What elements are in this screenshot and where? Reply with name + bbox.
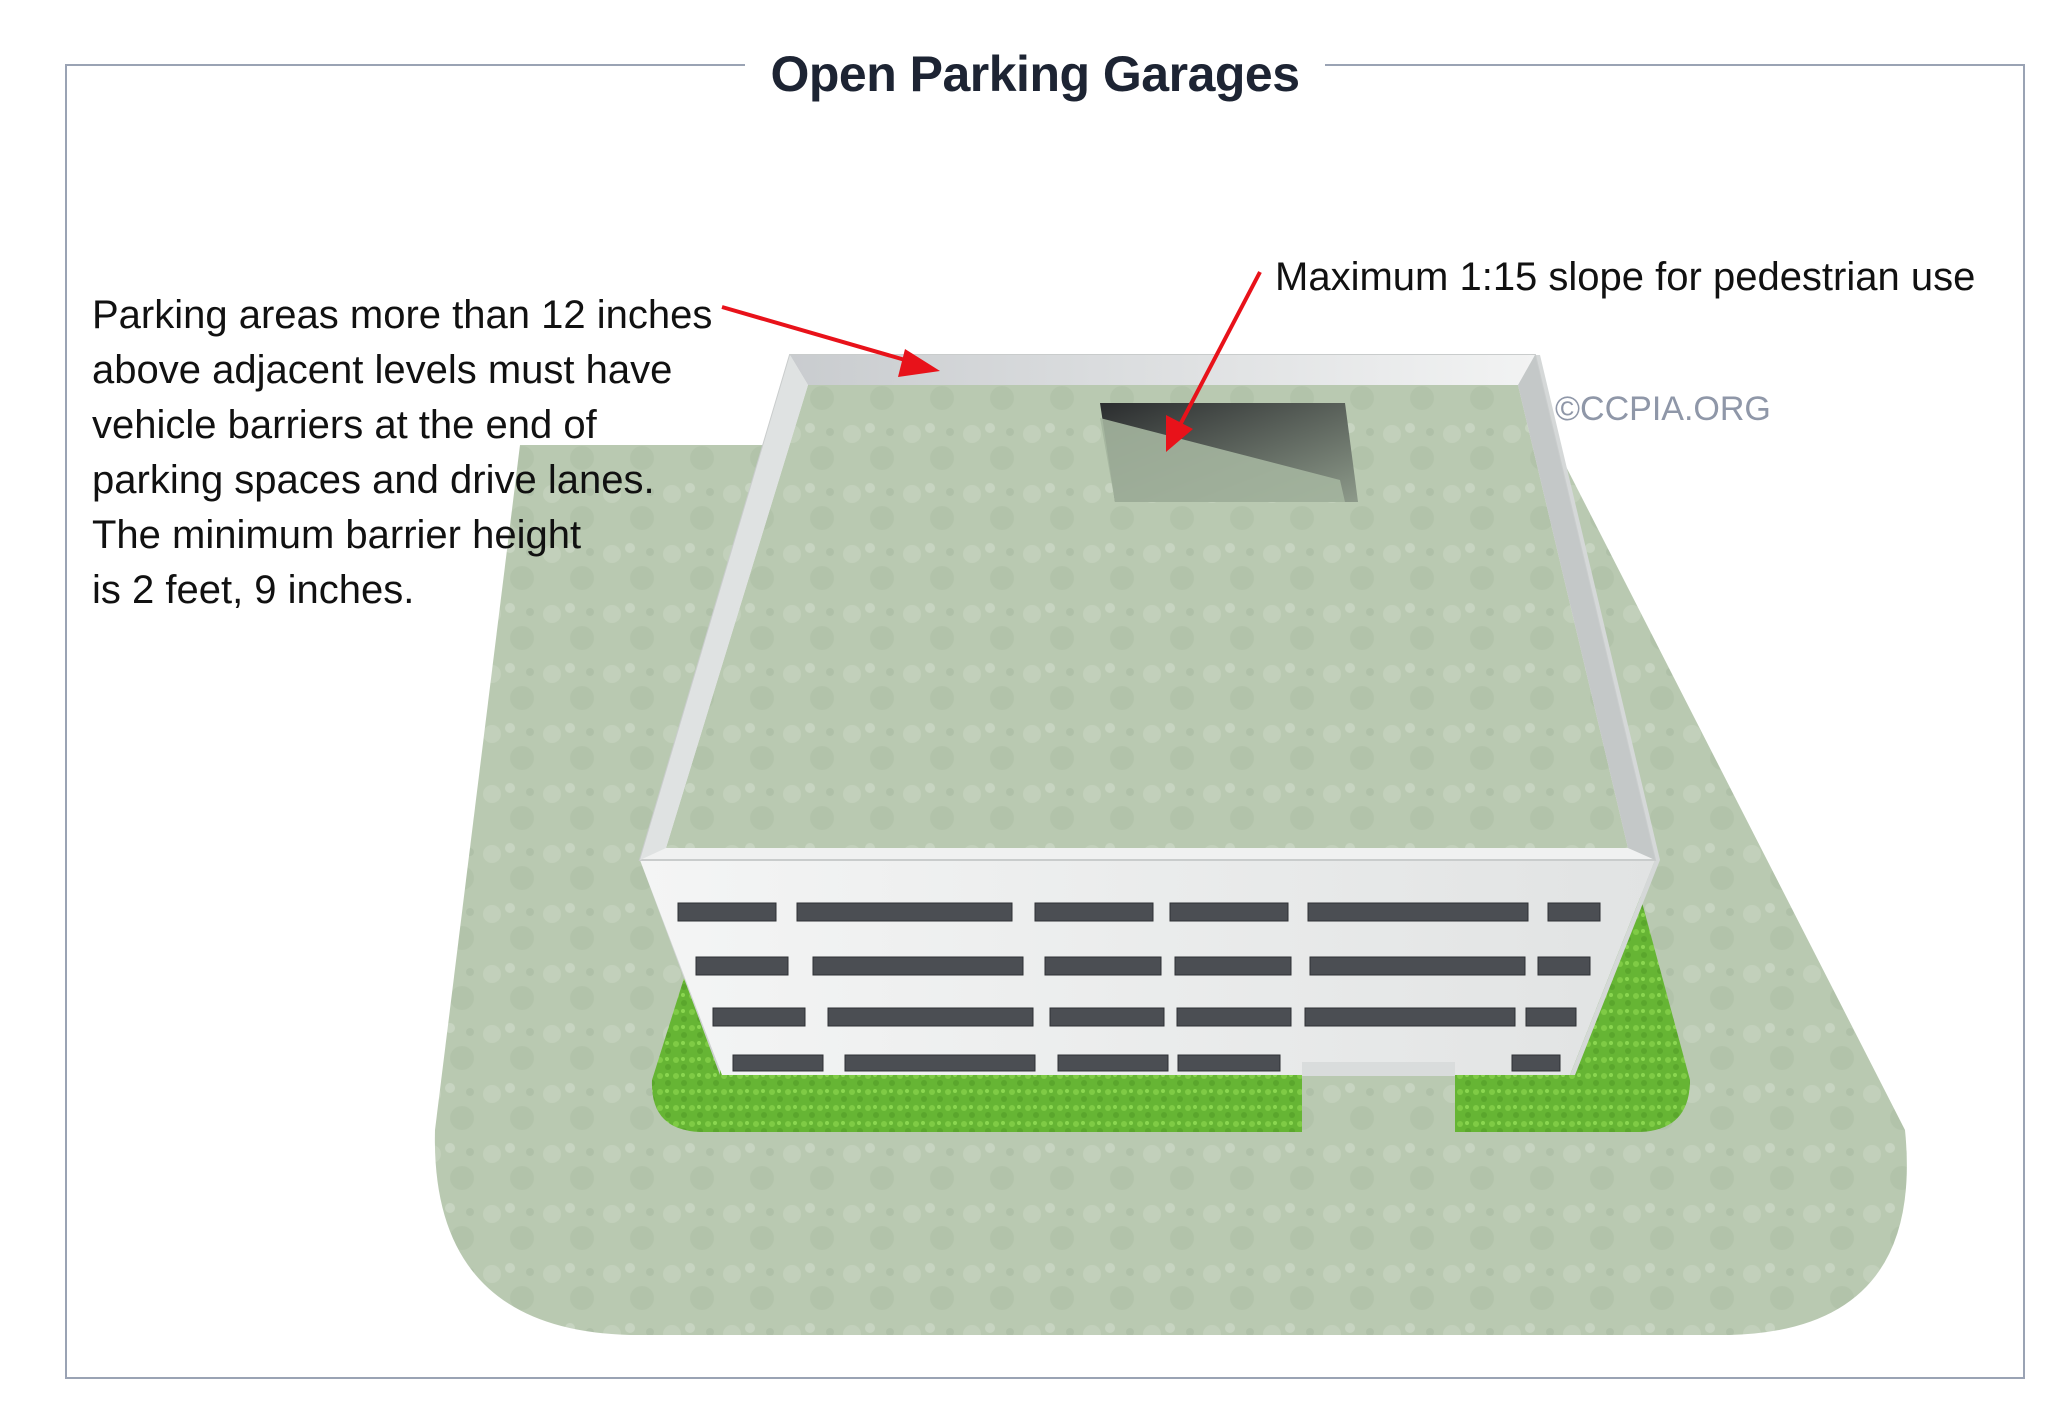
slope-arrow — [1166, 271, 1262, 452]
barrier-note-line: parking spaces and drive lanes. — [92, 458, 655, 502]
entrance-opening — [1302, 1062, 1455, 1076]
parapet-inner-back — [790, 355, 1535, 385]
barrier-note-line: Parking areas more than 12 inches — [92, 293, 713, 337]
copyright-watermark: ©CCPIA.ORG — [1555, 390, 1771, 428]
barrier-arrow — [721, 305, 940, 377]
window-bands — [677, 902, 1601, 1072]
roof-deck — [666, 385, 1628, 848]
barrier-note-line: is 2 feet, 9 inches. — [92, 568, 415, 612]
parapet-inner-right — [1518, 355, 1655, 860]
barrier-requirement-note: Parking areas more than 12 inches above … — [92, 288, 732, 618]
parapet-inner-left — [640, 355, 808, 860]
barrier-note-line: vehicle barriers at the end of — [92, 403, 597, 447]
barrier-note-line: above adjacent levels must have — [92, 348, 673, 392]
barrier-note-line: The minimum barrier height — [92, 513, 582, 557]
slope-requirement-note: Maximum 1:15 slope for pedestrian use — [1275, 255, 1976, 299]
figure-title: Open Parking Garages — [745, 40, 1325, 110]
ramp-slope — [1100, 418, 1345, 502]
